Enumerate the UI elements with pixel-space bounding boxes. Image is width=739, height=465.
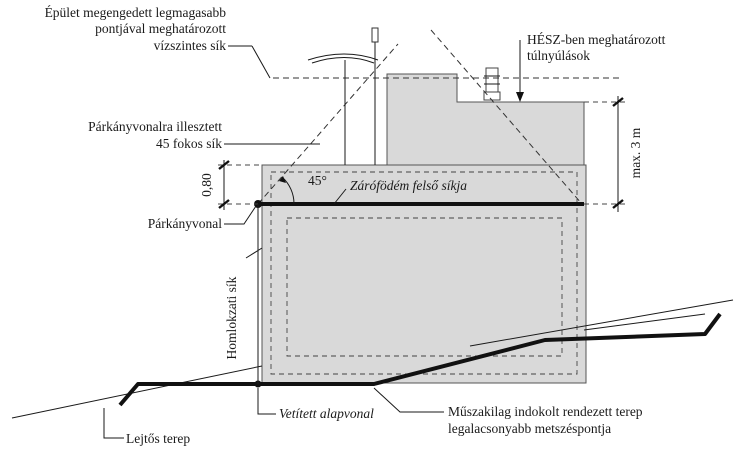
dim-080-tick-top: [218, 160, 230, 170]
leader-parkanyvonal: [224, 205, 257, 225]
zarofodem-label: Zárófödém felső síkja: [350, 178, 467, 193]
label-vetitett: Vetített alapvonal: [279, 406, 374, 421]
label-top-plane-3: vízszintes sík: [154, 38, 227, 53]
angle-label: 45°: [308, 173, 327, 188]
terrain-natural-upper: [583, 313, 706, 331]
label-top-plane-1: Épület megengedett legmagasabb: [45, 5, 227, 20]
label-plane45-2: 45 fokos sík: [156, 136, 222, 151]
leader-top-plane-2: [251, 45, 271, 79]
plane-45-left: [257, 43, 399, 205]
leader-lejtos: [103, 408, 124, 439]
label-homlokzati: Homlokzati sík: [224, 276, 239, 359]
inner-outline-outer: [270, 171, 578, 375]
label-muszaki-2: legalacsonyabb metszéspontja: [448, 421, 611, 436]
zarofodem-leader: [333, 188, 347, 205]
arranged-terrain-line: [118, 312, 722, 407]
leader-muszaki: [373, 387, 444, 413]
terrain-natural-right: [469, 299, 734, 347]
label-hesz-2: túlnyúlások: [527, 48, 590, 63]
leader-homlokzati: [245, 247, 263, 259]
dim-3m-tick-bottom: [612, 199, 624, 209]
leader-vetitett: [257, 388, 276, 415]
antenna-dish: [307, 53, 379, 61]
terrain-natural-left: [11, 365, 263, 419]
label-parkanyvonal: Párkányvonal: [148, 216, 222, 231]
dim-080-tick-bottom: [218, 199, 230, 209]
dim-080-label: 0,80: [199, 173, 214, 197]
leader-hesz-arrow: [516, 92, 524, 102]
angle-arrow: [279, 176, 286, 183]
dim-3m-label: max. 3 m: [628, 127, 643, 178]
antenna-dish-inner: [311, 57, 375, 64]
dim-3m-tick-top: [612, 97, 624, 107]
plane-45-right: [430, 29, 583, 205]
label-lejtos: Lejtős terep: [126, 431, 190, 446]
antenna-top: [371, 27, 379, 43]
label-top-plane-2: pontjával meghatározott: [95, 21, 226, 36]
label-plane45-1: Párkányvonalra illesztett: [88, 119, 222, 134]
inner-outline-inner: [286, 217, 563, 357]
label-muszaki-1: Műszakilag indokolt rendezett terep: [448, 404, 643, 419]
label-hesz-1: HÉSZ-ben meghatározott: [527, 32, 666, 47]
building-body: [261, 164, 587, 384]
